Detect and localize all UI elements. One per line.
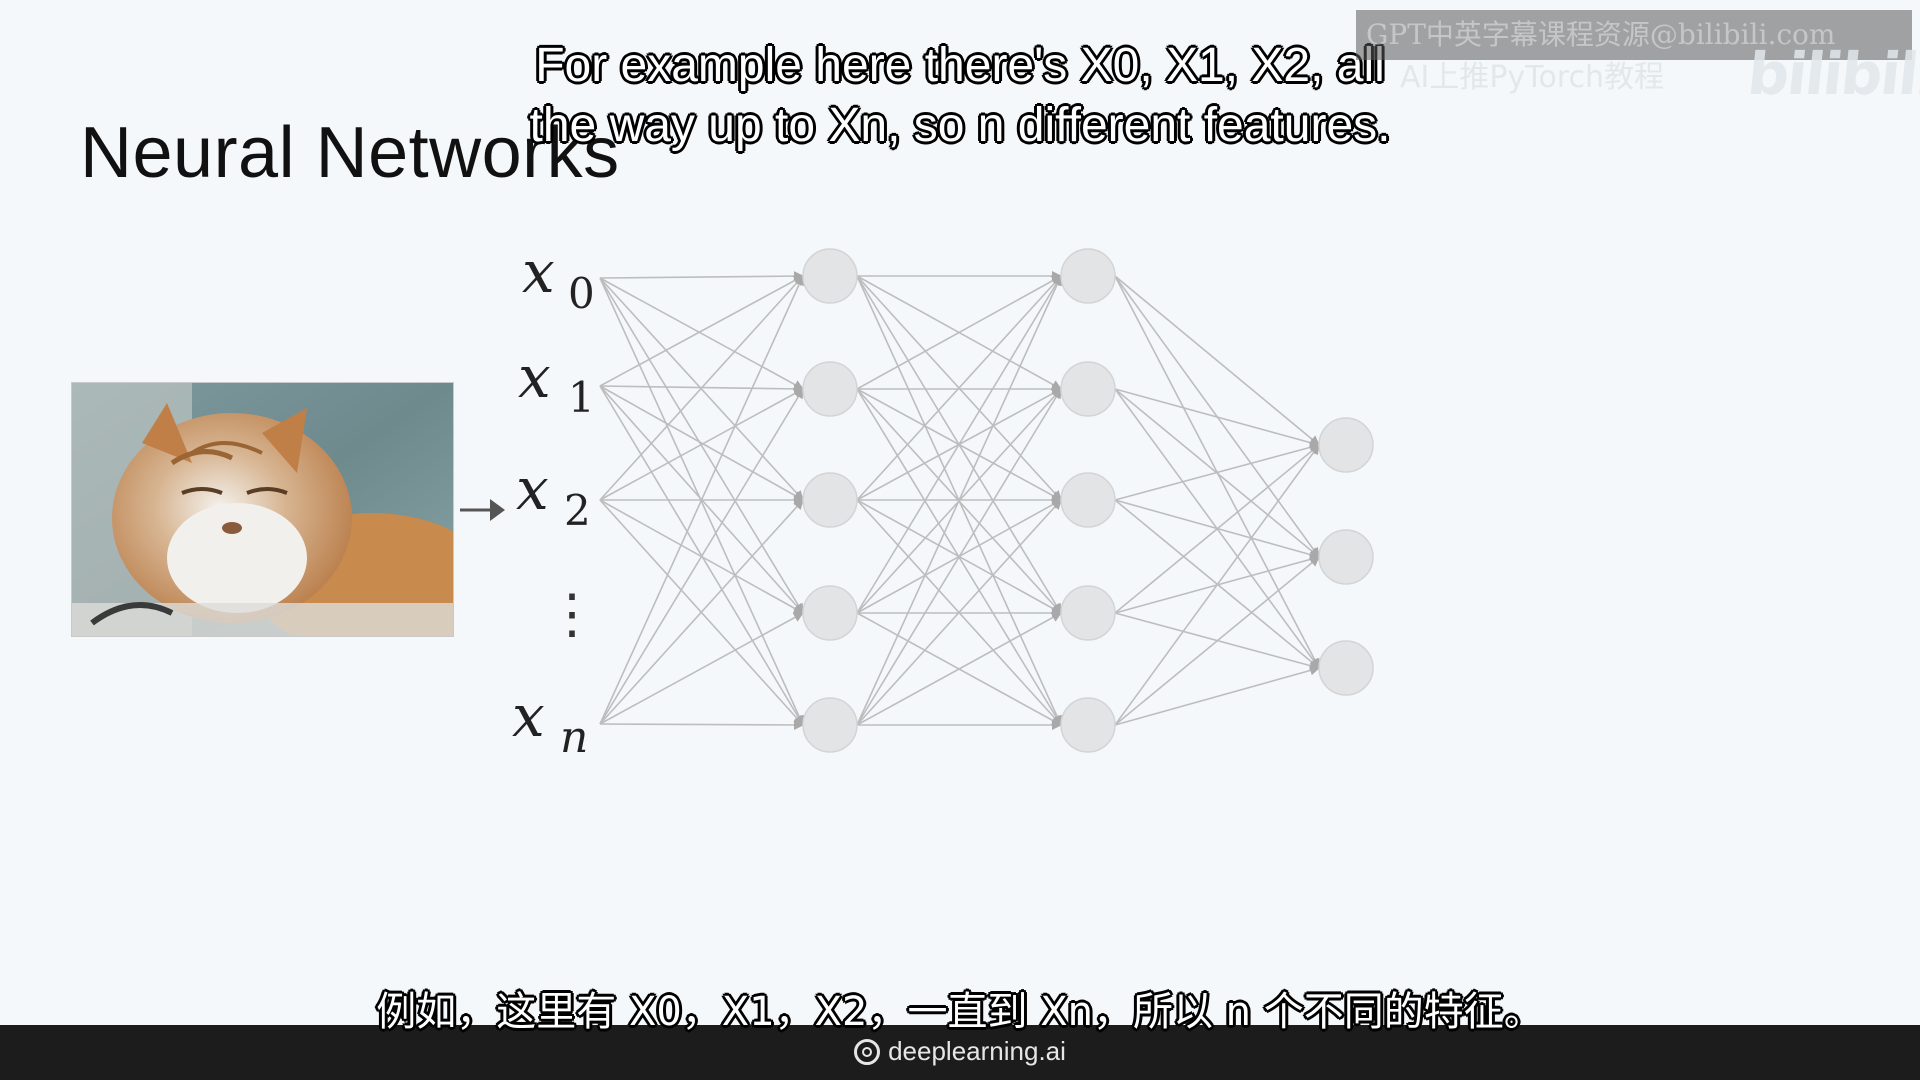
network-edge bbox=[599, 719, 804, 730]
network-node-layer1-2 bbox=[802, 361, 858, 417]
network-edge bbox=[599, 271, 804, 282]
slide: Neural Networks bbox=[71, 113, 1374, 763]
bilibili-logo: bilibili bbox=[1744, 40, 1920, 108]
svg-text:0: 0 bbox=[568, 269, 595, 318]
network-node-layer1-5 bbox=[802, 697, 858, 753]
input-label-xn: x n bbox=[512, 682, 588, 763]
footer-bar bbox=[0, 1025, 1920, 1080]
neural-network-diagram: x 0 x 1 x 2 ⋮ x n bbox=[460, 238, 1374, 763]
svg-text:2: 2 bbox=[564, 486, 591, 535]
network-edge bbox=[599, 275, 804, 501]
network-node-layer2-5 bbox=[1060, 697, 1116, 753]
network-edge bbox=[1114, 388, 1320, 448]
svg-text:x: x bbox=[518, 343, 551, 411]
network-edge bbox=[856, 275, 1062, 614]
network-edge bbox=[1114, 442, 1320, 501]
slide-title: Neural Networks bbox=[80, 113, 620, 193]
input-ellipsis: ⋮ bbox=[545, 582, 599, 645]
network-edge bbox=[856, 275, 1062, 501]
network-edge bbox=[599, 275, 804, 725]
network-edge bbox=[599, 612, 804, 725]
chinese-subtitle: 例如，这里有 X0，X1，X2，一直到 Xn，所以 n 个不同的特征。 bbox=[376, 989, 1544, 1035]
network-edge bbox=[856, 388, 1062, 726]
watermark-subtitle: AI上推PyTorch教程 bbox=[1400, 60, 1664, 95]
cat-image bbox=[72, 383, 453, 636]
network-node-layer3-2 bbox=[1318, 529, 1374, 585]
network-edge bbox=[856, 275, 1062, 726]
svg-text:x: x bbox=[516, 455, 549, 523]
input-label-x0: x 0 bbox=[522, 238, 595, 318]
network-node-layer1-1 bbox=[802, 248, 858, 304]
network-edge bbox=[1114, 665, 1320, 726]
input-label-x2: x 2 bbox=[516, 455, 591, 535]
watermark-banner: GPT中英字幕课程资源@bilibili.com bbox=[1356, 10, 1912, 60]
footer-brand-text: deeplearning.ai bbox=[888, 1036, 1066, 1066]
network-node-layer3-3 bbox=[1318, 640, 1374, 696]
network-edge bbox=[599, 499, 804, 725]
svg-text:⋮: ⋮ bbox=[545, 582, 599, 645]
english-subtitle-line-1: For example here there's X0, X1, X2, all bbox=[535, 39, 1385, 92]
network-edge bbox=[1114, 275, 1320, 446]
english-subtitle: For example here there's X0, X1, X2, all… bbox=[0, 36, 1920, 156]
network-edge bbox=[856, 612, 1062, 726]
footer-brand: deeplearning.ai bbox=[0, 1036, 1920, 1067]
english-subtitle-line-2: the way up to Xn, so n different feature… bbox=[529, 99, 1391, 152]
network-edge bbox=[599, 277, 804, 614]
network-edge bbox=[856, 499, 1062, 726]
input-label-x1: x 1 bbox=[518, 343, 595, 422]
svg-text:1: 1 bbox=[568, 373, 595, 422]
input-arrow bbox=[460, 499, 505, 521]
svg-text:x: x bbox=[512, 682, 545, 750]
network-node-layer2-1 bbox=[1060, 248, 1116, 304]
network-edge bbox=[1114, 444, 1320, 726]
network-edge bbox=[599, 388, 804, 501]
network-node-layer1-3 bbox=[802, 472, 858, 528]
cat-photo bbox=[71, 382, 454, 637]
network-node-layer2-4 bbox=[1060, 585, 1116, 641]
network-nodes bbox=[802, 248, 1374, 753]
network-edges bbox=[599, 271, 1320, 730]
network-edge bbox=[856, 275, 1062, 390]
svg-text:x: x bbox=[522, 238, 555, 306]
deeplearning-logo-icon bbox=[854, 1039, 881, 1065]
network-edge bbox=[1114, 556, 1320, 726]
network-edge bbox=[1114, 444, 1320, 614]
network-node-layer1-4 bbox=[802, 585, 858, 641]
network-edge bbox=[599, 277, 804, 390]
svg-text:n: n bbox=[560, 712, 588, 763]
network-edge bbox=[599, 388, 804, 725]
network-node-layer3-1 bbox=[1318, 417, 1374, 473]
network-edge bbox=[599, 385, 804, 501]
network-node-layer2-2 bbox=[1060, 361, 1116, 417]
network-edge bbox=[599, 275, 804, 387]
network-node-layer2-3 bbox=[1060, 472, 1116, 528]
